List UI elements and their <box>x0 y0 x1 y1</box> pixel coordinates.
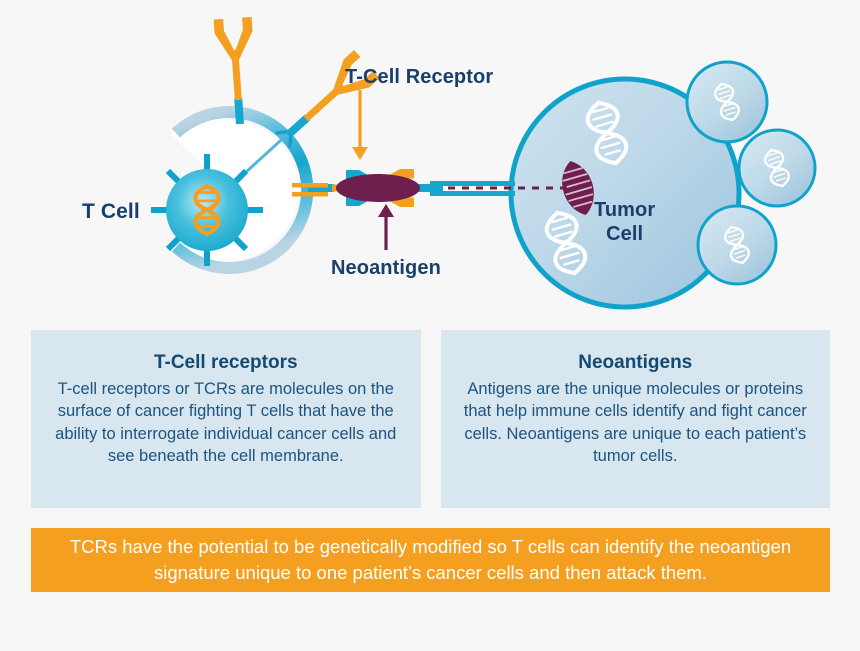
panel-title: Neoantigens <box>578 352 693 373</box>
panel-title: T-Cell receptors <box>153 352 298 373</box>
label-t-cell: T Cell <box>82 200 140 223</box>
satellite-tumor-cell-2 <box>737 128 817 208</box>
satellite-tumor-cell-3 <box>696 204 778 286</box>
t-cell-nucleus <box>151 154 263 266</box>
panel-body: T-cell receptors or TCRs are molecules o… <box>55 379 397 465</box>
label-tumor-cell-line2: Cell <box>606 223 644 246</box>
label-tumor-cell-line1: Tumor <box>594 199 656 221</box>
satellite-tumor-cell-1 <box>685 60 769 144</box>
summary-banner: TCRs have the potential to be geneticall… <box>31 528 830 592</box>
tcr-connector-bar <box>292 183 328 188</box>
panel-body: Antigens are the unique molecules or pro… <box>463 379 807 465</box>
neoantigen-marker-icon <box>336 174 420 202</box>
t-cell-receptor-upper-right <box>275 49 380 150</box>
neoantigen-pointer-arrow-icon <box>378 204 394 250</box>
tumor-connector-bar <box>430 181 515 186</box>
info-panel-t-cell-receptors: T-Cell receptors T-cell receptors or TCR… <box>31 330 421 508</box>
info-panel-neoantigens: Neoantigens Antigens are the unique mole… <box>440 330 830 508</box>
label-tumor-cell: Tumor Cell <box>594 198 655 247</box>
summary-banner-text: TCRs have the potential to be geneticall… <box>69 536 792 583</box>
label-t-cell-receptor: T-Cell Receptor <box>345 66 494 88</box>
info-panels: T-Cell receptors T-cell receptors or TCR… <box>31 330 830 508</box>
t-cell-receptor-pointer-arrow-icon <box>352 90 368 160</box>
tumor-cell <box>508 76 742 310</box>
diagram-illustration: T Cell T-Cell Receptor Neoantigen Tumor … <box>0 0 860 320</box>
tcr-connector-bar-2 <box>292 192 328 197</box>
label-neoantigen: Neoantigen <box>331 257 441 279</box>
tumor-connector-bar-2 <box>430 191 515 196</box>
